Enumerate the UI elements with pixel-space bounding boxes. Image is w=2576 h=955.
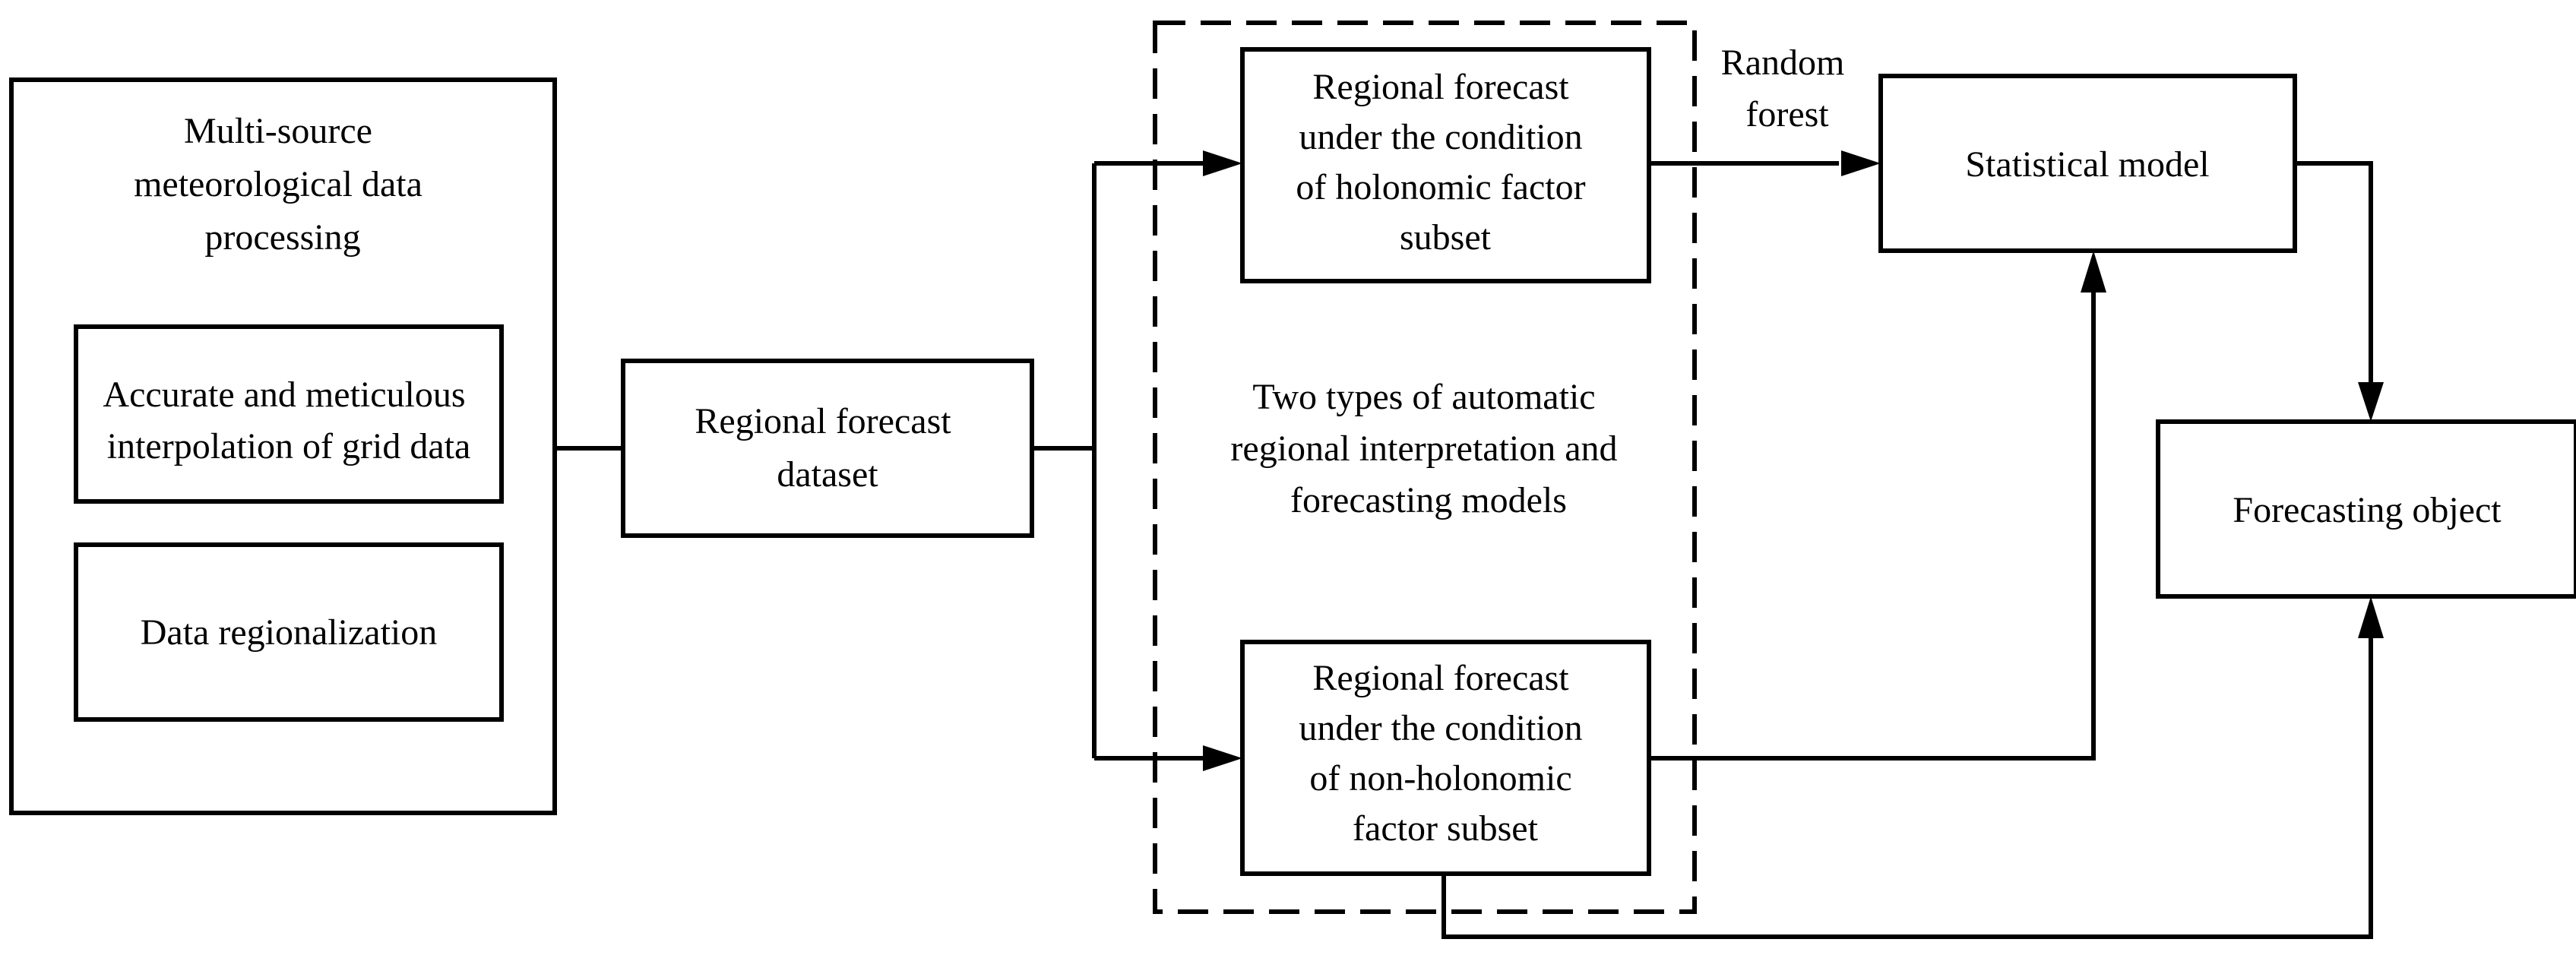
statistical-model-box: [1878, 74, 2297, 253]
forecasting-object-box: [2156, 419, 2576, 599]
random-forest-label: Random forest: [1721, 43, 1854, 134]
interpolation-box: [74, 324, 504, 504]
edge-statistical-to-object: [2295, 161, 2373, 384]
arrowhead-holonomic: [1203, 150, 1242, 176]
regionalization-label: Data regionalization: [141, 612, 438, 653]
two-types-label: Two types of automatic regional interpre…: [1230, 377, 1626, 520]
forecasting-object-label: Forecasting object: [2233, 490, 2502, 530]
arrowhead-object-bottom: [2358, 596, 2384, 638]
dataset-label: Regional forecast dataset: [695, 401, 960, 495]
holonomic-forecast-box: [1240, 47, 1651, 283]
arrowhead-statistical-bottom: [2081, 251, 2106, 293]
non-holonomic-forecast-box: [1240, 640, 1651, 876]
interpolation-label: Accurate and meticulous interpolation of…: [103, 375, 474, 466]
holonomic-label: Regional forecast under the condition of…: [1296, 67, 1594, 258]
arrowhead-statistical-left: [1841, 150, 1881, 176]
edge-non-holonomic-to-statistical: [1649, 293, 2096, 761]
arrowhead-non-holonomic: [1203, 745, 1242, 771]
dataset-box: [621, 359, 1034, 538]
multi-source-label: Multi-source meteorological data process…: [134, 111, 432, 258]
arrowhead-object-top: [2358, 382, 2384, 422]
edge-non-holonomic-to-object: [1441, 638, 2373, 939]
model-group-dashed-frame: [1153, 21, 1697, 914]
statistical-model-label: Statistical model: [1965, 144, 2209, 185]
regionalization-box: [74, 542, 504, 722]
non-holonomic-label: Regional forecast under the condition of…: [1299, 658, 1591, 849]
